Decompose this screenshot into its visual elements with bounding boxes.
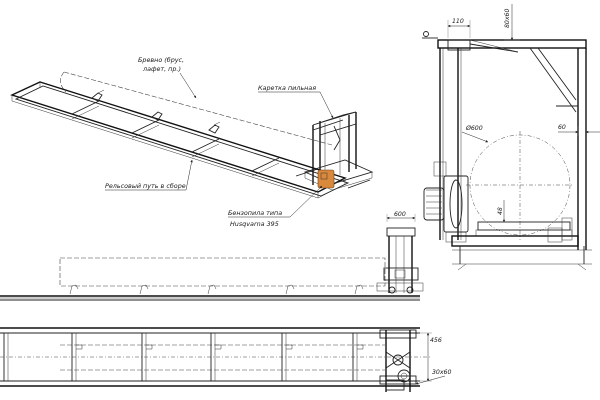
label-chainsaw-model: Husqvarna 395 [230,220,279,228]
side-log-outline [59,257,386,287]
label-log-line2: лафет, пр.) [142,65,181,73]
label-carriage: Каретка пильная [258,84,316,92]
dim-profile-30x60: 30x60 [432,369,451,376]
label-chainsaw: Бензопила типа [228,209,282,217]
dim-dia-600: Ø600 [465,124,483,132]
end-elevation-view: 110 80x60 Ø600 60 48 [422,4,600,271]
end-saw [423,161,469,243]
dim-width-456: 456 [430,337,442,344]
plan-view: 456 30x60 [0,327,451,392]
end-base [451,217,592,271]
rail-track-frame [10,81,350,199]
dim-width-110: 110 [452,18,464,25]
side-elevation-view: 600 [0,211,424,301]
dim-depth-48: 48 [497,207,504,215]
label-log: Бревно (брус, [138,56,184,64]
dim-profile-80x60: 80x60 [504,9,511,28]
log-end-arc [60,71,67,93]
plan-carriage [379,329,417,392]
log-outline [63,71,333,146]
isometric-view: Бревно (брус, лафет, пр.) Каретка пильна… [10,56,374,228]
dim-offset-60: 60 [558,124,566,131]
saw-carriage [295,111,374,191]
dim-width-600: 600 [394,211,406,218]
side-carriage [376,227,424,294]
label-rail-track: Рельсовый путь в сборе [105,182,186,190]
